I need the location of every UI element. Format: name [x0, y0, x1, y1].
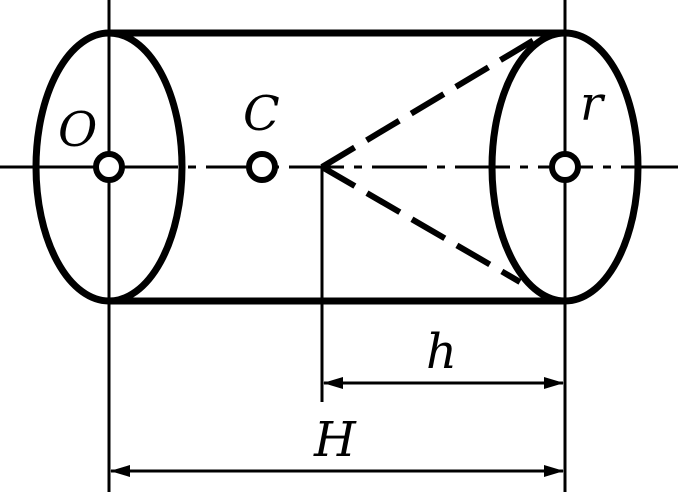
label-h: h: [426, 324, 457, 380]
label-r: r: [580, 76, 606, 132]
label-big-h: H: [313, 412, 357, 468]
right-end-ellipse: [488, 29, 642, 305]
left-end-ellipse: [32, 29, 186, 305]
point-c-marker: [246, 151, 278, 183]
point-o-marker: [93, 151, 125, 183]
label-o: O: [58, 102, 97, 158]
label-c: C: [243, 86, 280, 142]
cone-lower-edge: [320, 164, 522, 285]
point-r-marker: [549, 151, 581, 183]
cone-upper-edge: [320, 37, 536, 170]
